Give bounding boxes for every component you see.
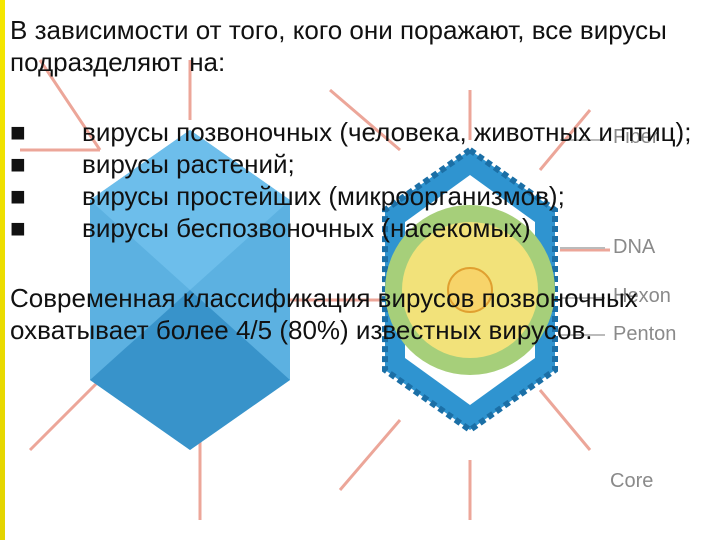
bullet-icon: ■	[10, 181, 26, 211]
list-item: ■ вирусы беспозвоночных (насекомых)	[10, 212, 710, 244]
label-pointers	[560, 139, 605, 336]
label-penton: Penton	[613, 323, 677, 345]
list-item-text: вирусы беспозвоночных (насекомых)	[82, 213, 531, 243]
heading: В зависимости от того, кого они поражают…	[10, 15, 667, 77]
footer-paragraph: Современная классификация вирусов позвон…	[10, 283, 638, 345]
list-item: ■ вирусы растений;	[10, 148, 710, 180]
label-hexon: Hexon	[613, 285, 671, 307]
label-dna: DNA	[613, 236, 656, 258]
bullet-icon: ■	[10, 149, 26, 179]
label-fiber: Fiber	[613, 126, 659, 148]
label-core: Core	[610, 470, 654, 492]
list-item: ■ вирусы простейших (микроорганизмов);	[10, 180, 710, 212]
left-accent-bar	[0, 0, 5, 540]
list-item-text: вирусы растений;	[82, 149, 295, 179]
slide-text: В зависимости от того, кого они поражают…	[10, 14, 710, 346]
list-item-text: вирусы позвоночных (человека, животных и…	[82, 117, 692, 147]
bullet-icon: ■	[10, 213, 26, 243]
list-item-text: вирусы простейших (микроорганизмов);	[82, 181, 565, 211]
list-item: ■ вирусы позвоночных (человека, животных …	[10, 116, 710, 148]
bullet-icon: ■	[10, 117, 26, 147]
